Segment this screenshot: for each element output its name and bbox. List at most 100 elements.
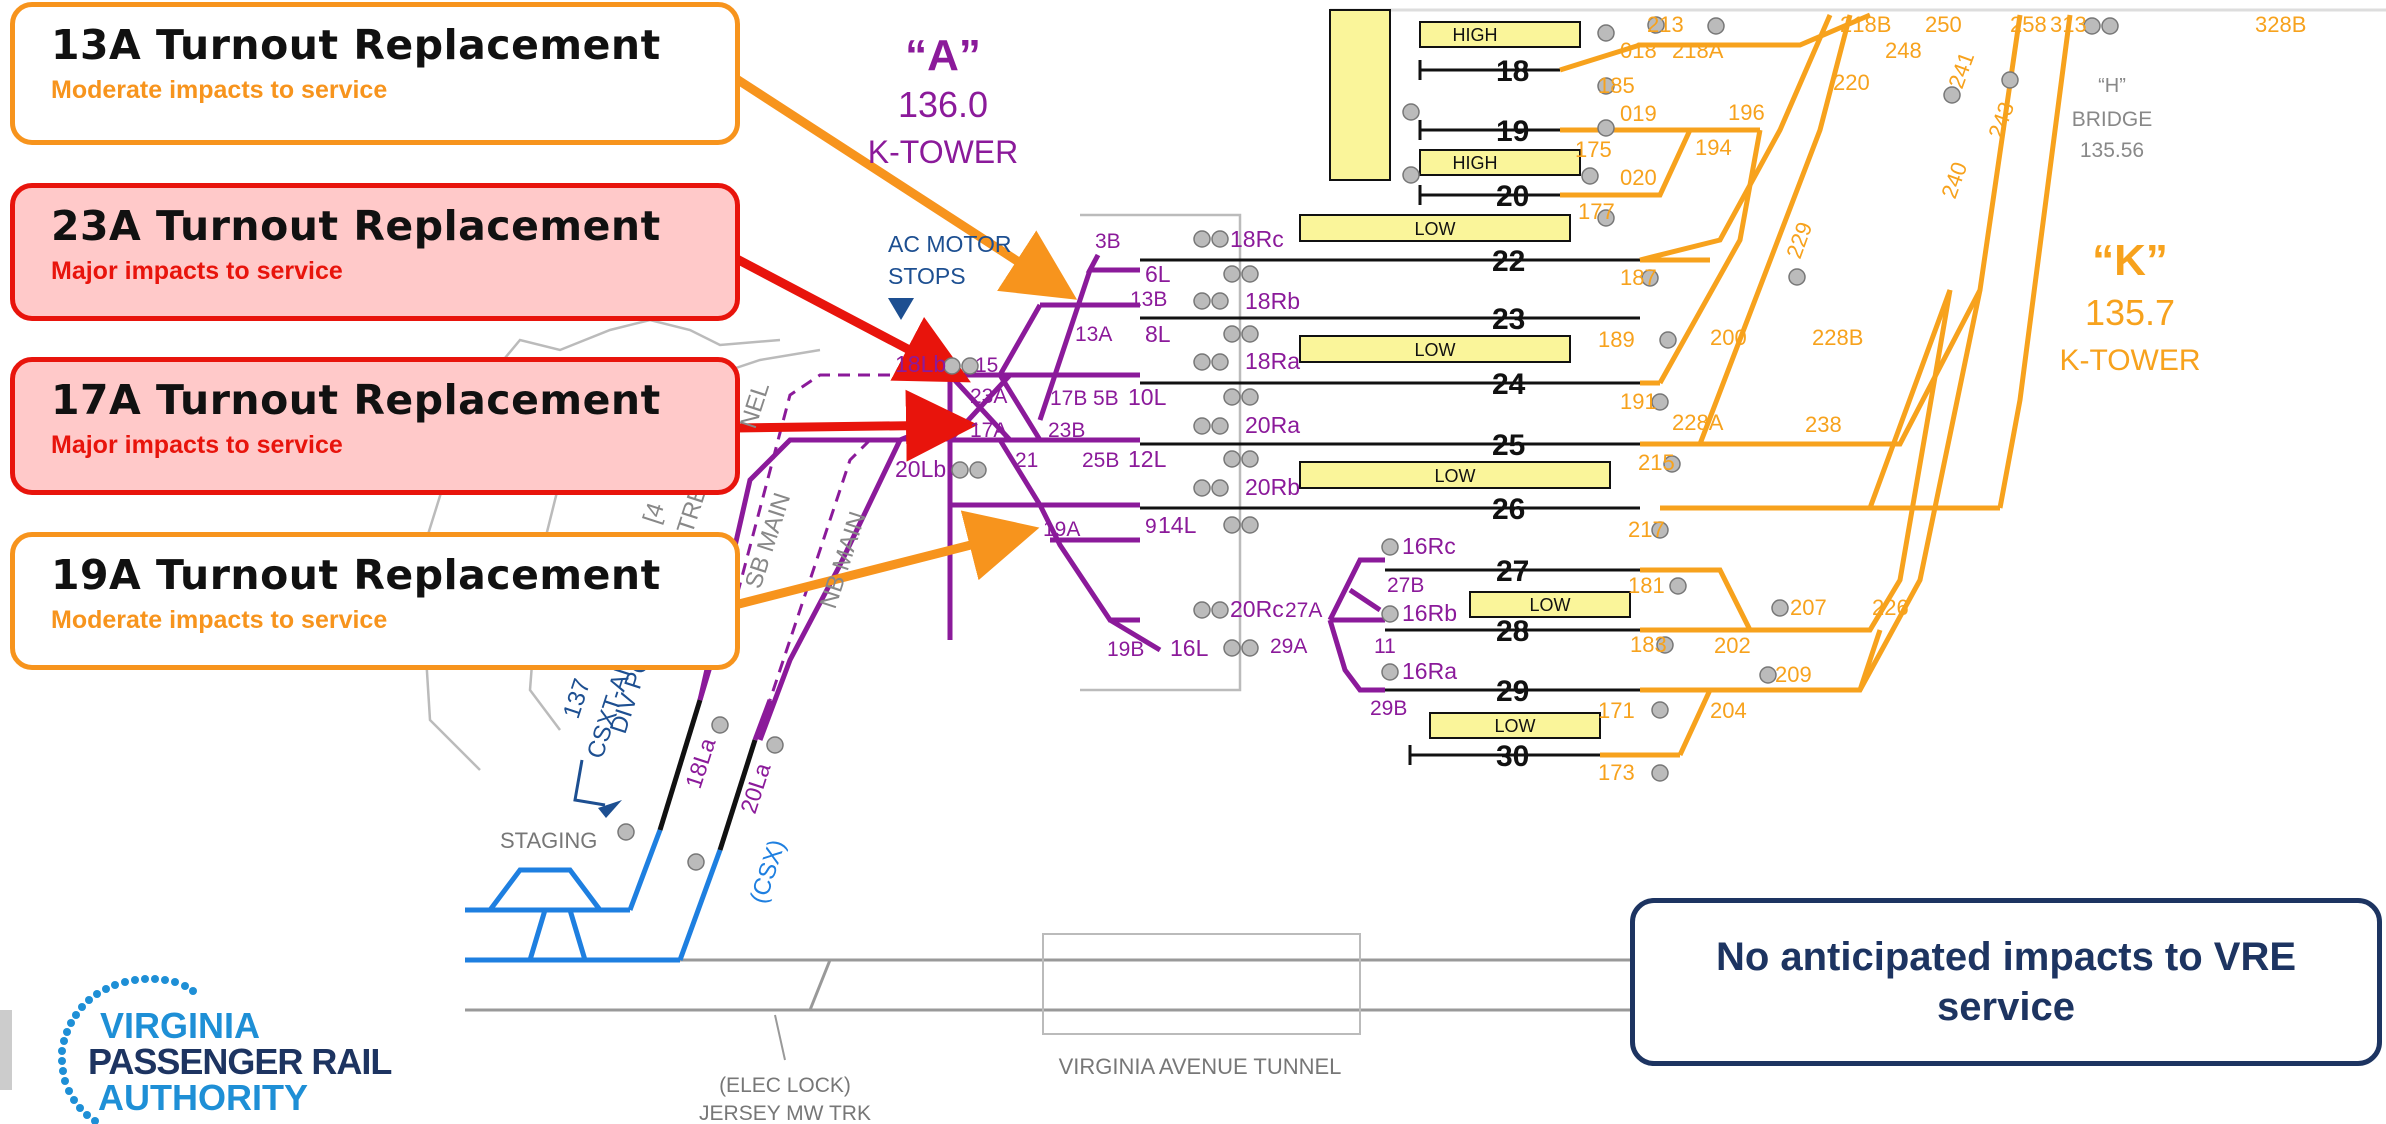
switch-9: 9: [1145, 515, 1157, 538]
switch-27B: 27B: [1387, 574, 1424, 597]
signal-20Rb: 20Rb: [1245, 474, 1300, 500]
k-signal-209: 209: [1775, 662, 1812, 687]
station-tracks: [1140, 60, 1640, 765]
k-switch-218A: 218A: [1672, 38, 1724, 63]
track-23: 23: [1492, 303, 1525, 336]
callout-19a: 19A Turnout Replacement Moderate impacts…: [10, 532, 740, 670]
nb-main-label: NB MAIN: [815, 508, 872, 611]
signal-8L: 8L: [1145, 321, 1171, 347]
k-signal-189: 189: [1598, 327, 1635, 352]
signal-16Rb: 16Rb: [1402, 600, 1457, 626]
vpra-logo: VIRGINIA PASSENGER RAIL AUTHORITY: [0, 975, 392, 1124]
callout-19a-subtitle: Moderate impacts to service: [51, 606, 388, 634]
k-signal-213: 213: [1647, 12, 1684, 37]
k-switch-228A: 228A: [1672, 410, 1724, 435]
signal-labels: 18Rc 18Rb 18Ra 20Ra 20Rb 20Rc 16Rc 16Rb …: [680, 226, 1457, 817]
callout-17a-title: 17A Turnout Replacement: [51, 376, 661, 424]
k-signal-187: 187: [1620, 265, 1657, 290]
switch-29B: 29B: [1370, 697, 1407, 720]
k-switch-240: 240: [1936, 159, 1972, 202]
k-signal-018: 018: [1620, 38, 1657, 63]
staging-label: STAGING: [500, 828, 597, 853]
switch-labels: 3B 13B 13A 15 23A 17B 17A 23B 5B 25B 21 …: [970, 230, 1424, 720]
no-impact-note: No anticipated impacts to VRE service: [1630, 898, 2382, 1066]
track-numbers: 18 19 20 22 23 24 25 26 27 28 29 30: [1492, 55, 1529, 773]
callout-17a-subtitle: Major impacts to service: [51, 431, 343, 459]
k-signal-019: 019: [1620, 101, 1657, 126]
k-switch-328B: 328B: [2255, 12, 2306, 37]
platform-low-5: LOW: [1494, 716, 1535, 736]
track-18: 18: [1496, 55, 1529, 88]
switch-17B: 17B: [1050, 387, 1087, 410]
callout-13a-title: 13A Turnout Replacement: [51, 21, 661, 69]
signal-16Rc: 16Rc: [1402, 533, 1456, 559]
k-switch-218B: 218B: [1840, 12, 1891, 37]
signal-20Ra: 20Ra: [1245, 412, 1300, 438]
k-signal-217: 217: [1628, 517, 1665, 542]
track-20: 20: [1496, 180, 1529, 213]
callout-arrows: [732, 74, 1078, 610]
track-4-label: [4: [638, 499, 670, 526]
k-signal-215: 215: [1638, 450, 1675, 475]
sb-main-label: SB MAIN: [740, 490, 796, 592]
signal-12L: 12L: [1128, 446, 1167, 472]
switch-27A: 27A: [1285, 599, 1322, 622]
k-signal-175: 175: [1575, 137, 1612, 162]
signal-14L: 14L: [1158, 512, 1197, 538]
switch-25B: 25B: [1082, 449, 1119, 472]
tunnel-label: VIRGINIA AVENUE TUNNEL: [1059, 1054, 1342, 1079]
ac-motor-arrow: [888, 298, 914, 320]
signal-heads-k: [1707, 17, 1725, 35]
signal-18Ra: 18Ra: [1245, 348, 1300, 374]
k-signal-183: 183: [1630, 632, 1667, 657]
purple-interlocking: [697, 253, 1385, 741]
k-switch-202: 202: [1714, 633, 1751, 658]
k-signal-181: 181: [1628, 573, 1665, 598]
tower-a-milepost: 136.0: [898, 84, 988, 125]
k-switch-228B: 228B: [1812, 325, 1863, 350]
k-switch-numbers: 218A 218B 248 250 258 328B 220 196 194 2…: [1672, 12, 2306, 723]
signal-16L: 16L: [1170, 635, 1209, 661]
k-switch-243: 243: [1983, 99, 2019, 142]
k-signal-185: 185: [1598, 73, 1635, 98]
signal-16Ra: 16Ra: [1402, 658, 1457, 684]
csx-label: (CSX): [745, 836, 791, 906]
tower-k-milepost: 135.7: [2085, 292, 2175, 333]
logo-line-2: PASSENGER RAIL: [88, 1041, 391, 1082]
k-signal-313: 313: [2050, 12, 2087, 37]
callout-23a-title: 23A Turnout Replacement: [51, 202, 661, 250]
k-switch-241: 241: [1943, 49, 1979, 92]
k-signal-207: 207: [1790, 595, 1827, 620]
signal-dots: [617, 16, 2119, 871]
platform-low-2: LOW: [1414, 340, 1455, 360]
tunnel-box: [1042, 933, 1361, 1035]
signal-18Lb: 18Lb: [895, 351, 946, 377]
platform-low-3: LOW: [1434, 466, 1475, 486]
platform-low-1: LOW: [1414, 219, 1455, 239]
track-24: 24: [1492, 368, 1526, 401]
tower-a-name: K-TOWER: [868, 134, 1019, 170]
k-signal-020: 020: [1620, 165, 1657, 190]
k-switch-196: 196: [1728, 100, 1765, 125]
ac-motor-label-2: STOPS: [888, 263, 966, 289]
switch-11: 11: [1374, 635, 1396, 658]
tower-a-letter: “A”: [905, 31, 981, 80]
elec-lock-label-2: JERSEY MW TRK: [699, 1102, 871, 1124]
k-signal-171: 171: [1598, 698, 1635, 723]
k-switch-226: 226: [1872, 595, 1909, 620]
switch-23A: 23A: [970, 385, 1007, 408]
k-switch-204: 204: [1710, 698, 1747, 723]
track-19: 19: [1496, 115, 1529, 148]
signal-20Lb: 20Lb: [895, 456, 946, 482]
platforms: [1299, 9, 1631, 739]
switch-3B: 3B: [1095, 230, 1121, 253]
switch-5B: 5B: [1093, 387, 1119, 410]
track-29: 29: [1496, 675, 1529, 708]
signal-10L: 10L: [1128, 384, 1167, 410]
bottom-gray-tracks: [465, 958, 1700, 1012]
switch-13A: 13A: [1075, 323, 1112, 346]
platform-low-4: LOW: [1529, 595, 1570, 615]
signal-20Rc: 20Rc: [1230, 596, 1284, 622]
tower-k-name: K-TOWER: [2059, 344, 2200, 377]
signal-6L: 6L: [1145, 261, 1171, 287]
